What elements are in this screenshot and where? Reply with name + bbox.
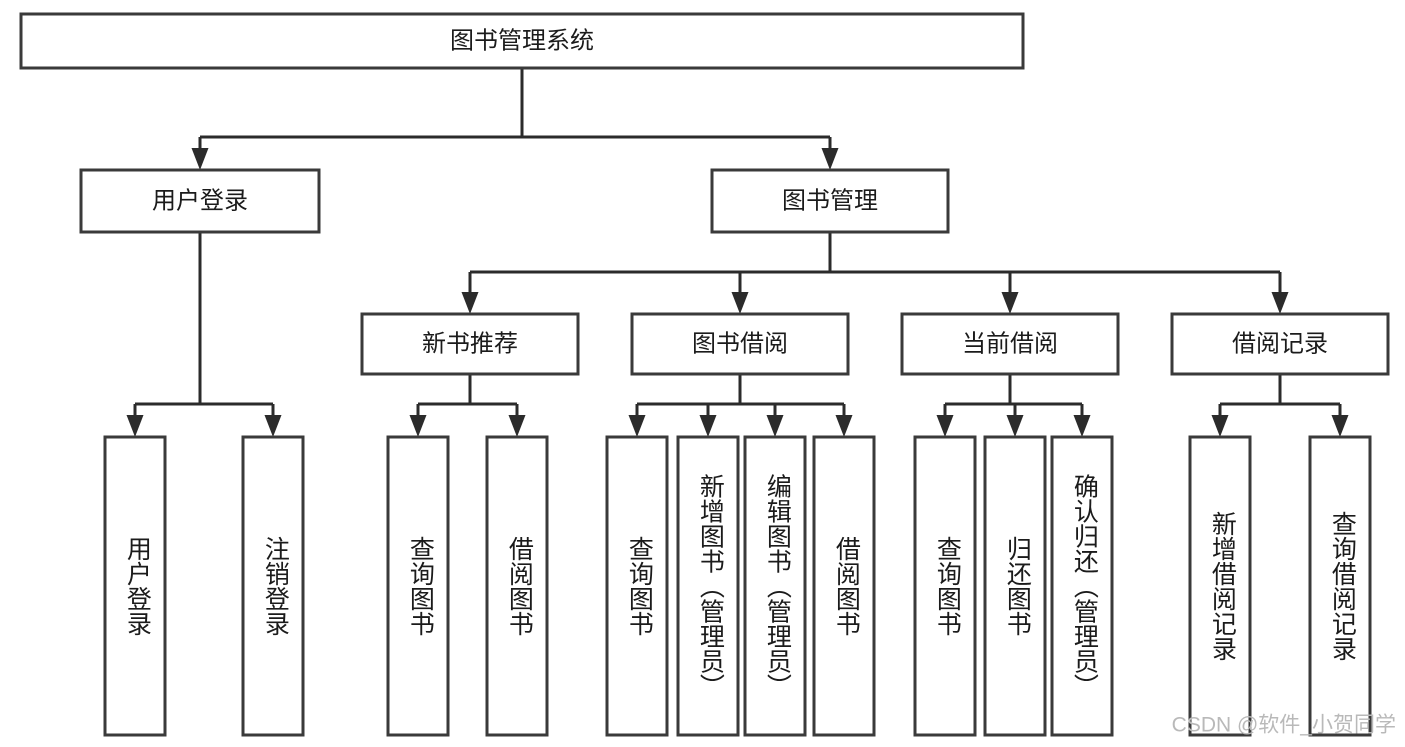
connector-group-borrow-record xyxy=(1211,374,1349,437)
arrow-head-icon xyxy=(461,292,479,314)
node-label: 查询图书 xyxy=(625,536,654,636)
node-leaf-query-record[interactable]: 查询借阅记录 xyxy=(1308,435,1372,737)
arrow-head-icon xyxy=(409,415,427,437)
node-leaf-add-book[interactable]: 新增图书（管理员） xyxy=(676,435,740,737)
node-label: 归还图书 xyxy=(1003,536,1032,636)
node-box-leaf-logout xyxy=(241,435,305,737)
node-leaf-query-book-bm[interactable]: 查询图书 xyxy=(605,435,669,737)
node-leaf-borrow-book[interactable]: 借阅图书 xyxy=(812,435,876,737)
arrow-head-icon xyxy=(936,415,954,437)
node-book-manage[interactable]: 图书管理 xyxy=(710,168,950,234)
node-borrow-record[interactable]: 借阅记录 xyxy=(1170,312,1390,376)
node-label: 查询图书 xyxy=(406,536,435,636)
arrow-head-icon xyxy=(731,292,749,314)
node-label: 查询借阅记录 xyxy=(1328,511,1357,661)
arrow-head-icon xyxy=(126,415,144,437)
node-label: 当前借阅 xyxy=(962,330,1058,357)
node-label: 用户登录 xyxy=(152,187,248,214)
node-new-book-rec[interactable]: 新书推荐 xyxy=(360,312,580,376)
node-leaf-borrow-book-rec[interactable]: 借阅图书 xyxy=(485,435,549,737)
node-box-leaf-query-book-rec xyxy=(386,435,450,737)
node-box-leaf-query-book-bm xyxy=(605,435,669,737)
node-label: 新书推荐 xyxy=(422,330,518,357)
connector-group-current-borrow xyxy=(936,374,1091,437)
node-current-borrow[interactable]: 当前借阅 xyxy=(900,312,1120,376)
csdn-watermark: CSDN @软件_小贺同学 xyxy=(1172,714,1396,737)
node-box-leaf-borrow-book xyxy=(812,435,876,737)
connector-group-root xyxy=(191,68,839,170)
arrow-head-icon xyxy=(699,415,717,437)
node-leaf-user-login[interactable]: 用户登录 xyxy=(103,435,167,737)
node-label: 借阅图书 xyxy=(505,536,534,636)
node-box-leaf-confirm-return xyxy=(1050,435,1114,737)
connector-group-book-borrow xyxy=(628,374,853,437)
node-leaf-confirm-return[interactable]: 确认归还（管理员） xyxy=(1050,435,1114,737)
arrow-head-icon xyxy=(191,148,209,170)
arrow-head-icon xyxy=(1006,415,1024,437)
node-layer: 图书管理系统用户登录图书管理新书推荐图书借阅当前借阅借阅记录用户登录注销登录查询… xyxy=(19,12,1390,737)
arrow-head-icon xyxy=(1331,415,1349,437)
arrow-head-icon xyxy=(1073,415,1091,437)
node-label: 确认归还（管理员） xyxy=(1070,474,1099,699)
node-leaf-add-record[interactable]: 新增借阅记录 xyxy=(1188,435,1252,737)
node-box-leaf-borrow-book-rec xyxy=(485,435,549,737)
node-box-leaf-add-book xyxy=(676,435,740,737)
node-label: 查询图书 xyxy=(933,536,962,636)
node-label: 图书借阅 xyxy=(692,330,788,357)
node-label: 用户登录 xyxy=(123,536,152,636)
node-box-borrow-record xyxy=(1170,312,1390,376)
connector-group-book-manage xyxy=(461,232,1289,314)
node-label: 新增借阅记录 xyxy=(1208,511,1237,661)
node-leaf-logout[interactable]: 注销登录 xyxy=(241,435,305,737)
node-label: 新增图书（管理员） xyxy=(696,474,725,699)
node-label: 图书管理系统 xyxy=(450,27,594,54)
node-leaf-query-book-rec[interactable]: 查询图书 xyxy=(386,435,450,737)
node-box-leaf-user-login xyxy=(103,435,167,737)
node-box-new-book-rec xyxy=(360,312,580,376)
node-label: 借阅图书 xyxy=(832,536,861,636)
connector-group-user-login xyxy=(126,232,282,437)
node-box-leaf-return-book xyxy=(983,435,1047,737)
node-box-leaf-query-record xyxy=(1308,435,1372,737)
node-box-user-login xyxy=(79,168,321,234)
arrow-head-icon xyxy=(508,415,526,437)
node-user-login[interactable]: 用户登录 xyxy=(79,168,321,234)
node-label: 编辑图书（管理员） xyxy=(763,474,792,699)
node-leaf-query-book-cur[interactable]: 查询图书 xyxy=(913,435,977,737)
connector-layer xyxy=(126,68,1349,437)
arrow-head-icon xyxy=(1271,292,1289,314)
node-box-root xyxy=(19,12,1025,70)
node-book-borrow[interactable]: 图书借阅 xyxy=(630,312,850,376)
arrow-head-icon xyxy=(835,415,853,437)
arrow-head-icon xyxy=(264,415,282,437)
arrow-head-icon xyxy=(628,415,646,437)
node-box-leaf-add-record xyxy=(1188,435,1252,737)
connector-group-new-book-rec xyxy=(409,374,526,437)
node-box-book-manage xyxy=(710,168,950,234)
node-box-current-borrow xyxy=(900,312,1120,376)
node-box-leaf-edit-book xyxy=(743,435,807,737)
node-label: 图书管理 xyxy=(782,187,878,214)
node-box-leaf-query-book-cur xyxy=(913,435,977,737)
node-box-book-borrow xyxy=(630,312,850,376)
node-leaf-return-book[interactable]: 归还图书 xyxy=(983,435,1047,737)
node-root[interactable]: 图书管理系统 xyxy=(19,12,1025,70)
node-label: 借阅记录 xyxy=(1232,330,1328,357)
arrow-head-icon xyxy=(821,148,839,170)
node-label: 注销登录 xyxy=(261,536,290,636)
arrow-head-icon xyxy=(1001,292,1019,314)
arrow-head-icon xyxy=(1211,415,1229,437)
node-leaf-edit-book[interactable]: 编辑图书（管理员） xyxy=(743,435,807,737)
arrow-head-icon xyxy=(766,415,784,437)
